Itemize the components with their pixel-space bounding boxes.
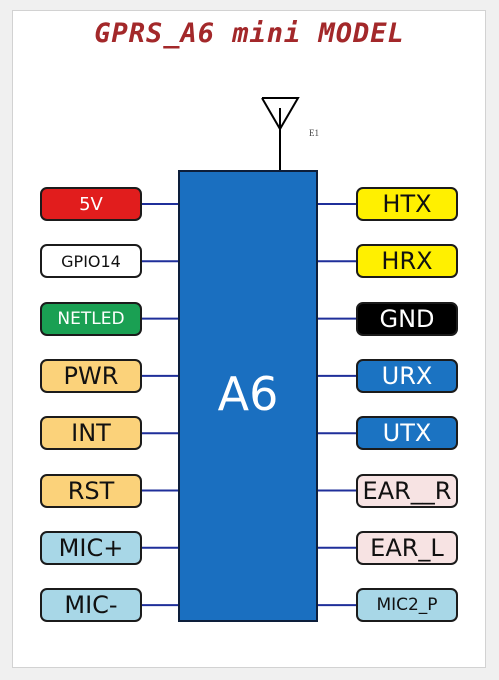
right-pin-mic2-p: MIC2_P (356, 588, 458, 623)
antenna-icon (261, 97, 300, 170)
right-pin-utx: UTX (356, 416, 458, 451)
left-pin-5v: 5V (40, 187, 142, 221)
left-pin-mic-: MIC- (40, 588, 142, 623)
right-pin-ear-l: EAR_L (356, 530, 458, 565)
left-pin-gpio14: GPIO14 (40, 244, 142, 279)
right-pin-htx: HTX (356, 187, 458, 221)
diagram-title: GPRS_A6 mini MODEL (94, 18, 405, 49)
left-pin-pwr: PWR (40, 358, 142, 393)
right-pin-hrx: HRX (356, 244, 458, 279)
right-pin-gnd: GND (356, 301, 458, 336)
right-pin-urx: URX (356, 358, 458, 393)
right-pin-ear-r: EAR__R (356, 473, 458, 508)
a6-chip: A6 (178, 170, 318, 622)
antenna-label: E1 (309, 128, 319, 138)
left-pin-int: INT (40, 416, 142, 451)
chip-label: A6 (217, 367, 279, 421)
left-pin-mic-: MIC+ (40, 530, 142, 565)
left-pin-rst: RST (40, 473, 142, 508)
left-pin-netled: NETLED (40, 301, 142, 336)
